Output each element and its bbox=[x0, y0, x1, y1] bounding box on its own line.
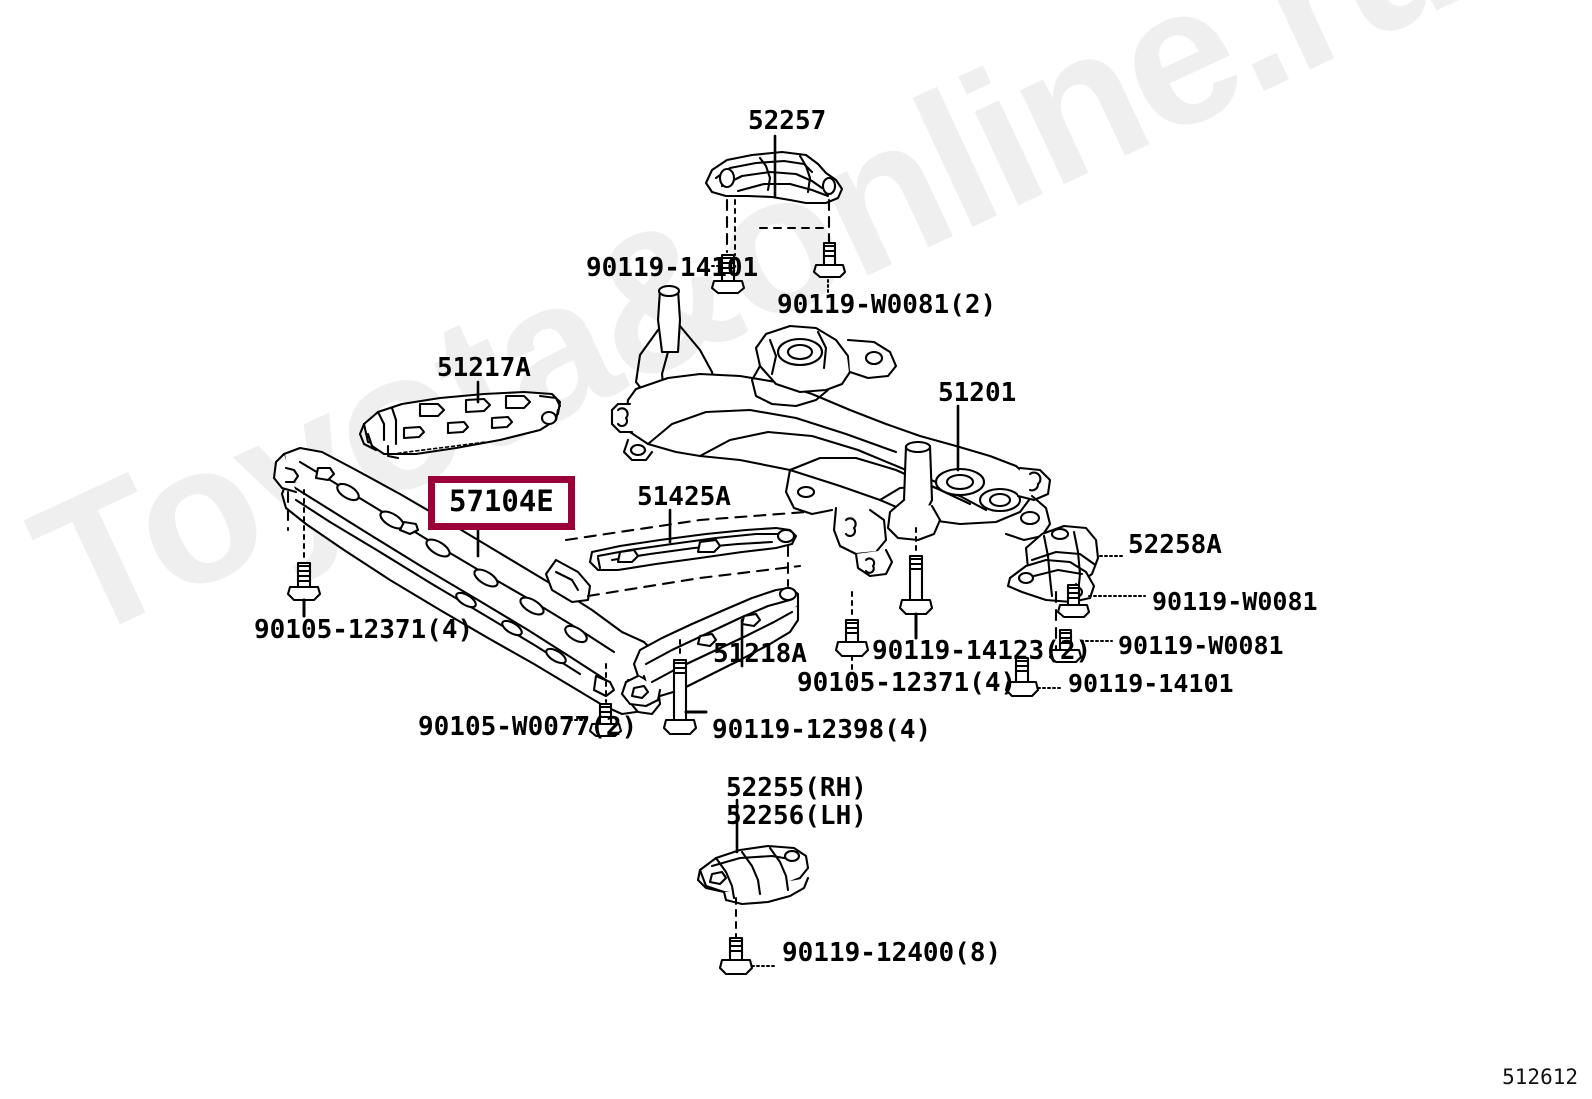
part-shape-51217A bbox=[358, 390, 562, 460]
part-label-90119-14101-right: 90119-14101 bbox=[1068, 669, 1234, 698]
bolt-90119-W0081-right-upper bbox=[1056, 583, 1091, 619]
part-label-90119-14101-top: 90119-14101 bbox=[586, 253, 759, 283]
part-label-52258A: 52258A bbox=[1128, 530, 1222, 560]
part-label-52255-rh: 52255(RH) bbox=[726, 773, 867, 803]
part-label-51218A: 51218A bbox=[713, 639, 807, 669]
part-label-90119-W0081-right-upper: 90119-W0081 bbox=[1152, 587, 1318, 616]
bolt-90119-14123 bbox=[898, 554, 934, 640]
part-label-52256-lh: 52256(LH) bbox=[726, 801, 867, 831]
bolt-90105-12371-left bbox=[286, 561, 322, 618]
part-shape-51218A bbox=[620, 586, 800, 708]
part-label-90119-14123: 90119-14123(2) bbox=[872, 636, 1092, 666]
part-label-90119-W0081-right-lower: 90119-W0081 bbox=[1118, 631, 1284, 660]
bolt-90119-14101-top bbox=[710, 253, 746, 295]
bolt-90119-W0081-right-lower bbox=[1048, 628, 1083, 664]
bolt-90105-12371-center bbox=[834, 618, 870, 658]
part-shape-51425A bbox=[588, 526, 798, 572]
bolt-90119-12398 bbox=[662, 658, 708, 736]
bolt-90119-12400 bbox=[718, 936, 754, 976]
part-shape-57104E bbox=[272, 446, 662, 716]
diagram-id: 512612 bbox=[1502, 1065, 1578, 1089]
part-label-51217A: 51217A bbox=[437, 353, 531, 383]
part-label-90105-12371-left: 90105-12371(4) bbox=[254, 615, 474, 645]
bolt-90105-W0077 bbox=[588, 702, 623, 738]
part-label-90119-12398: 90119-12398(4) bbox=[712, 715, 932, 745]
part-label-51201: 51201 bbox=[938, 378, 1017, 408]
part-label-52257: 52257 bbox=[748, 106, 827, 136]
part-label-90119-12400: 90119-12400(8) bbox=[782, 938, 1002, 968]
part-shape-51201 bbox=[610, 284, 1052, 578]
part-label-51425A: 51425A bbox=[637, 482, 731, 512]
highlighted-part-label-57104E[interactable]: 57104E bbox=[428, 476, 575, 530]
part-label-90105-W0077: 90105-W0077(2) bbox=[418, 712, 638, 742]
part-label-90119-W0081-top: 90119-W0081(2) bbox=[777, 290, 997, 320]
part-label-90105-12371-center: 90105-12371(4) bbox=[797, 668, 1017, 698]
bolt-90119-W0081-top bbox=[812, 241, 847, 279]
part-shape-52255-52256 bbox=[696, 844, 810, 906]
bolt-90119-14101-right bbox=[1004, 656, 1040, 698]
